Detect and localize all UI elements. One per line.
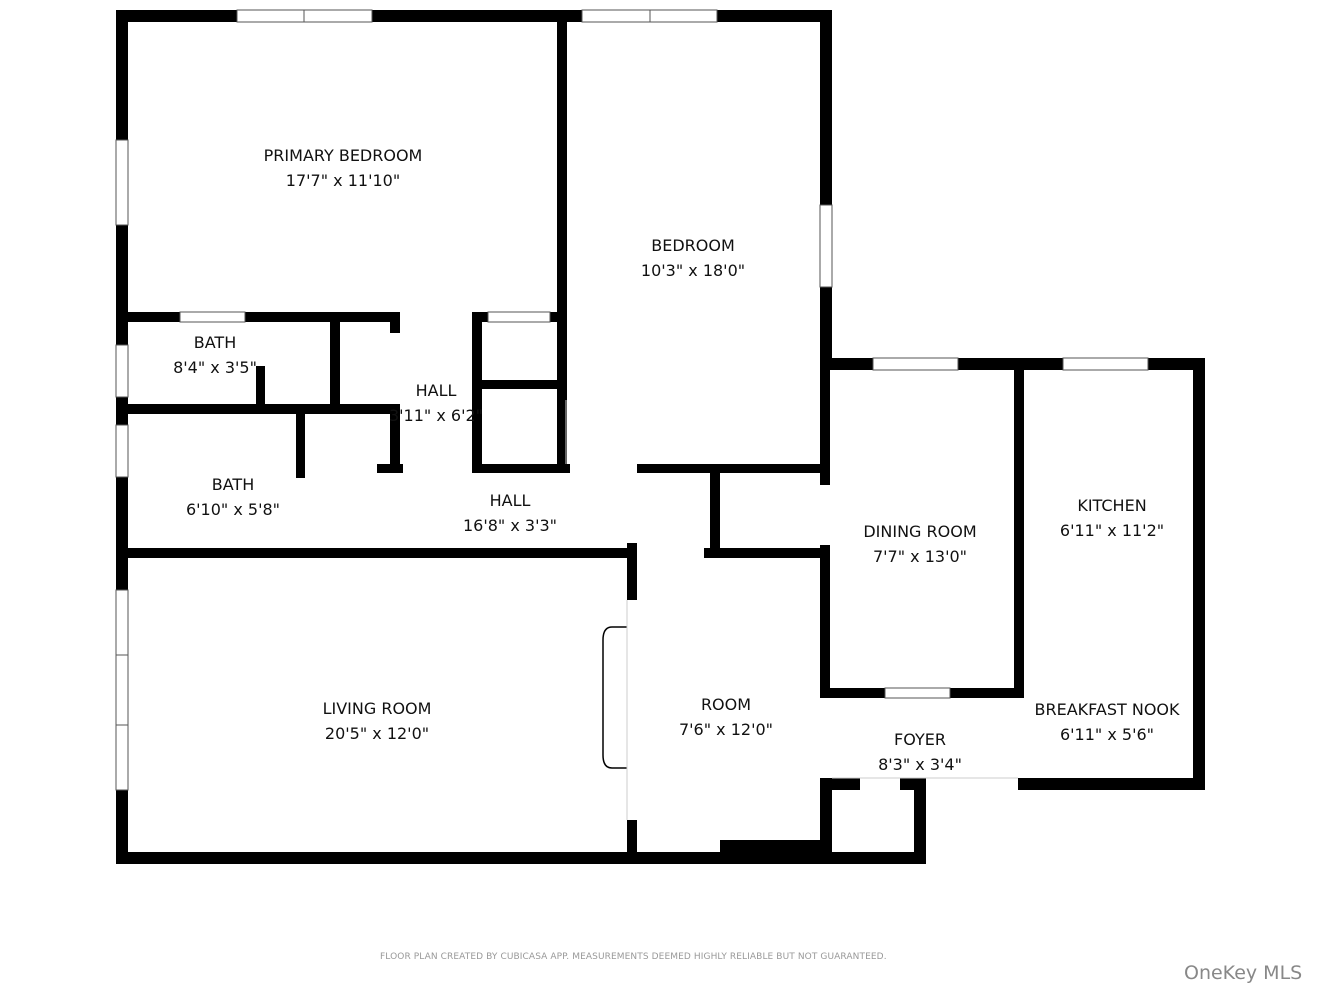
room-size: 7'6" x 12'0" (678, 720, 774, 739)
brand-watermark: OneKey MLS (1184, 962, 1303, 984)
room-name: DINING ROOM (863, 522, 977, 541)
room-kitchen: KITCHEN 6'11" x 11'2" (1060, 493, 1164, 543)
room-size: 16'8" x 3'3" (462, 516, 558, 535)
room-name: KITCHEN (1077, 496, 1147, 515)
room-size: 6'11" x 5'6" (1059, 725, 1155, 744)
room-bedroom: BEDROOM 10'3" x 18'0" (641, 233, 745, 283)
room-size: 3'11" x 6'2" (388, 406, 484, 425)
room-size: 6'11" x 11'2" (1059, 521, 1165, 540)
room-bath-2: BATH 6'10" x 5'8" (186, 472, 280, 522)
room-size: 7'7" x 13'0" (872, 547, 968, 566)
room-dining: DINING ROOM 7'7" x 13'0" (863, 519, 976, 569)
room-name: BREAKFAST NOOK (1034, 700, 1180, 719)
room-name: FOYER (894, 730, 946, 749)
room-size: 8'3" x 3'4" (878, 755, 962, 774)
room-size: 6'10" x 5'8" (185, 500, 281, 519)
room-living: LIVING ROOM 20'5" x 12'0" (323, 696, 432, 746)
room-name: LIVING ROOM (322, 699, 432, 718)
room-size: 20'5" x 12'0" (324, 724, 430, 743)
room-name: BEDROOM (651, 236, 735, 255)
room-bath-1: BATH 8'4" x 3'5" (173, 330, 257, 380)
room-hall-1: HALL 3'11" x 6'2" (389, 378, 483, 428)
openings (565, 400, 1018, 820)
room-foyer: FOYER 8'3" x 3'4" (878, 727, 962, 777)
room-name: BATH (193, 333, 237, 352)
room-hall-2: HALL 16'8" x 3'3" (463, 488, 557, 538)
room-size: 8'4" x 3'5" (173, 358, 257, 377)
room-primary-bedroom: PRIMARY BEDROOM 17'7" x 11'10" (264, 143, 423, 193)
room-size: 10'3" x 18'0" (640, 261, 746, 280)
disclaimer: FLOOR PLAN CREATED BY CUBICASA APP. MEAS… (380, 952, 887, 962)
room-size: 17'7" x 11'10" (285, 171, 401, 190)
room-name: ROOM (700, 695, 752, 714)
fireplace (602, 626, 627, 769)
room-name: HALL (489, 491, 531, 510)
room-breakfast-nook: BREAKFAST NOOK 6'11" x 5'6" (1035, 697, 1180, 747)
room-name: PRIMARY BEDROOM (263, 146, 423, 165)
room-name: BATH (211, 475, 255, 494)
room-name: HALL (415, 381, 457, 400)
room-room: ROOM 7'6" x 12'0" (679, 692, 773, 742)
windows (115, 9, 1149, 791)
